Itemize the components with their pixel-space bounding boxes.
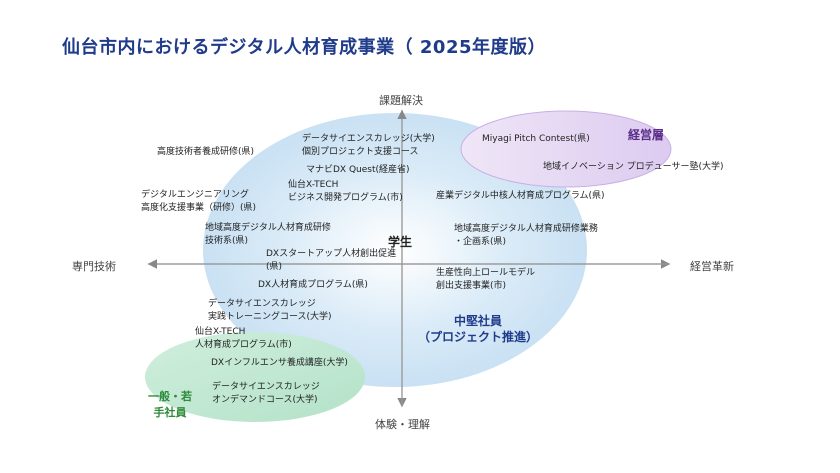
program-item-line: ・企画系(県) [454, 236, 507, 247]
program-item: 生産性向上ロールモデル 創出支援事業(市) [436, 267, 535, 292]
program-item: 仙台X-TECH 人材育成プログラム(市) [195, 326, 292, 351]
program-item: DX人材育成プログラム(県) [258, 279, 368, 292]
program-item-line: 仙台X-TECH [195, 327, 246, 337]
program-item-line: 高度技術者養成研修(県) [157, 147, 255, 157]
axis-label-top: 課題解決 [379, 94, 423, 107]
program-item-line: DX人材育成プログラム(県) [258, 280, 368, 290]
program-item-line: オンデマンドコース(大学) [212, 394, 318, 405]
program-item-line: 生産性向上ロールモデル [436, 268, 536, 278]
program-item: データサイエンスカレッジ(大学) 個別プロジェクト支援コース [302, 133, 435, 158]
group-label-mid-staff: 中堅社員 （プロジェクト推進） [418, 313, 538, 345]
group-label-young-line1: 一般・若 [148, 390, 192, 403]
program-item-line: 高度化支援事業（研修）(県) [141, 202, 257, 213]
group-label-young-line2: 手社員 [153, 406, 187, 419]
program-item-line: 技術系(県) [205, 235, 249, 246]
program-item-line: 産業デジタル中核人材育成プログラム(県) [436, 191, 605, 201]
program-item-line: 個別プロジェクト支援コース [302, 146, 419, 157]
program-item: 地域高度デジタル人材育成研修業務 ・企画系(県) [454, 223, 598, 248]
program-item: DXインフルエンサ養成講座(大学) [211, 357, 348, 370]
program-item-line: データサイエンスカレッジ(大学) [302, 134, 435, 144]
program-item: DXスタートアップ人材創出促進 (県) [266, 248, 396, 273]
program-item-line: 実践トレーニングコース(大学) [208, 311, 332, 322]
program-item-line: 創出支援事業(市) [436, 280, 507, 291]
program-item: 仙台X-TECH ビジネス開発プログラム(市) [288, 179, 403, 204]
group-label-mid-line1: 中堅社員 [454, 314, 503, 328]
program-item-line: マナビDX Quest(経産省) [306, 165, 410, 175]
program-item-line: ビジネス開発プログラム(市) [288, 192, 403, 203]
axis-label-left: 専門技術 [72, 260, 116, 273]
group-label-students: 学生 [388, 235, 413, 249]
program-item: 産業デジタル中核人材育成プログラム(県) [436, 190, 605, 203]
program-item-line: デジタルエンジニアリング [141, 190, 249, 200]
group-label-young-staff: 一般・若 手社員 [148, 389, 192, 421]
program-item-line: 地域高度デジタル人材育成研修 [205, 223, 331, 233]
axis-label-right: 経営革新 [690, 260, 734, 273]
program-item-line: 地域イノベーション プロデューサー塾(大学) [543, 162, 724, 172]
program-item: 地域高度デジタル人材育成研修 技術系(県) [205, 222, 331, 247]
program-item: データサイエンスカレッジ 実践トレーニングコース(大学) [208, 298, 332, 323]
group-label-management: 経営層 [628, 128, 665, 142]
program-item: 地域イノベーション プロデューサー塾(大学) [543, 161, 724, 174]
program-item-line: DXインフルエンサ養成講座(大学) [211, 358, 348, 368]
axis-label-bottom: 体験・理解 [375, 418, 430, 431]
program-item-line: 仙台X-TECH [288, 180, 339, 190]
program-item-line: データサイエンスカレッジ [208, 299, 316, 309]
program-item: デジタルエンジニアリング 高度化支援事業（研修）(県) [141, 189, 256, 214]
program-item-line: 地域高度デジタル人材育成研修業務 [454, 224, 598, 234]
program-item: データサイエンスカレッジ オンデマンドコース(大学) [212, 381, 320, 406]
program-item-line: 人材育成プログラム(市) [195, 339, 292, 350]
management-area-ellipse [460, 110, 672, 188]
program-item-line: (県) [266, 261, 283, 272]
program-item: Miyagi Pitch Contest(県) [482, 133, 590, 146]
page-title: 仙台市内におけるデジタル人材育成事業（ 2025年度版） [62, 37, 547, 58]
program-item-line: データサイエンスカレッジ [212, 382, 320, 392]
program-item-line: DXスタートアップ人材創出促進 [266, 249, 397, 259]
program-item: 高度技術者養成研修(県) [157, 146, 254, 159]
student-area-ellipse [203, 113, 587, 387]
young-staff-area-ellipse [145, 332, 365, 422]
program-item: マナビDX Quest(経産省) [306, 164, 410, 177]
program-item-line: Miyagi Pitch Contest(県) [482, 134, 590, 144]
group-label-mid-line2: （プロジェクト推進） [418, 330, 539, 344]
